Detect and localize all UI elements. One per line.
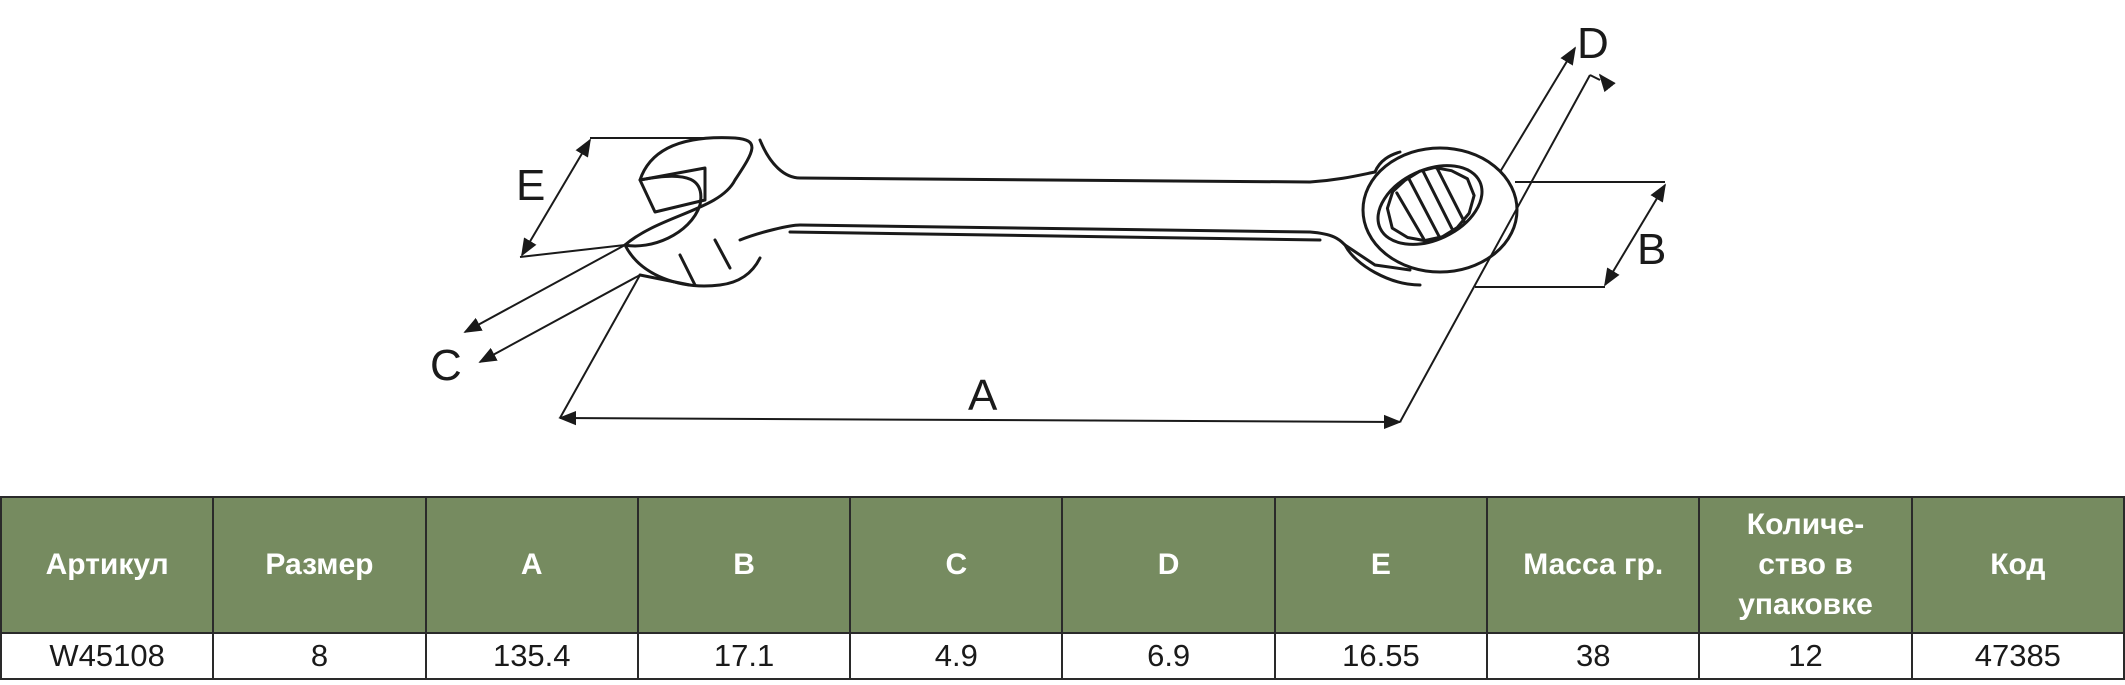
col-header-a: A <box>424 496 639 634</box>
col-header-mass: Масса гр. <box>1486 496 1701 634</box>
dimension-label-c: C <box>430 341 462 390</box>
dimension-c-line-2 <box>478 274 641 363</box>
wrench-dimension-drawing: A B C D E <box>430 19 1666 430</box>
col-header-qty-per-pack: Количе-ство в упаковке <box>1698 496 1913 634</box>
dimension-label-d: D <box>1577 19 1609 68</box>
open-end-slot <box>638 166 707 214</box>
col-header-c: C <box>849 496 1064 634</box>
dimension-label-e: E <box>516 161 545 210</box>
dimension-a-line <box>558 410 1402 430</box>
cell-c: 4.9 <box>849 632 1064 680</box>
cell-mass: 38 <box>1486 632 1701 680</box>
col-header-e: E <box>1273 496 1489 634</box>
col-header-qty-per-pack-label: Количе-ство в упаковке <box>1738 508 1873 621</box>
col-header-b: B <box>636 496 852 634</box>
col-header-d: D <box>1061 496 1276 634</box>
spec-table: Артикул Размер A B C D E Масса гр. Колич… <box>0 496 2125 680</box>
col-header-code: Код <box>1910 496 2125 634</box>
cell-d: 6.9 <box>1061 632 1276 680</box>
wrench-outline <box>623 136 1519 288</box>
col-header-size: Размер <box>212 496 427 634</box>
table-row: W45108 8 135.4 17.1 4.9 6.9 16.55 38 12 … <box>0 632 2125 680</box>
col-header-article: Артикул <box>0 496 215 634</box>
cell-e: 16.55 <box>1273 632 1489 680</box>
dimension-c-line-1 <box>463 244 626 333</box>
table-header-row: Артикул Размер A B C D E Масса гр. Колич… <box>0 496 2125 634</box>
cell-qty-per-pack: 12 <box>1698 632 1913 680</box>
cell-b: 17.1 <box>636 632 852 680</box>
cell-article: W45108 <box>0 632 215 680</box>
dimension-d-line <box>1499 46 1576 173</box>
dimension-b-line <box>1604 183 1666 287</box>
open-end-jaw <box>623 136 754 248</box>
cell-size: 8 <box>212 632 427 680</box>
dimension-lines <box>463 46 1666 430</box>
dimension-label-a: A <box>968 371 998 420</box>
cell-code: 47385 <box>1910 632 2125 680</box>
dimension-e-line <box>521 138 591 257</box>
shaft-bottom <box>738 223 1347 247</box>
shaft-top <box>758 138 1377 184</box>
cell-a: 135.4 <box>424 632 639 680</box>
dimension-label-b: B <box>1637 225 1666 274</box>
